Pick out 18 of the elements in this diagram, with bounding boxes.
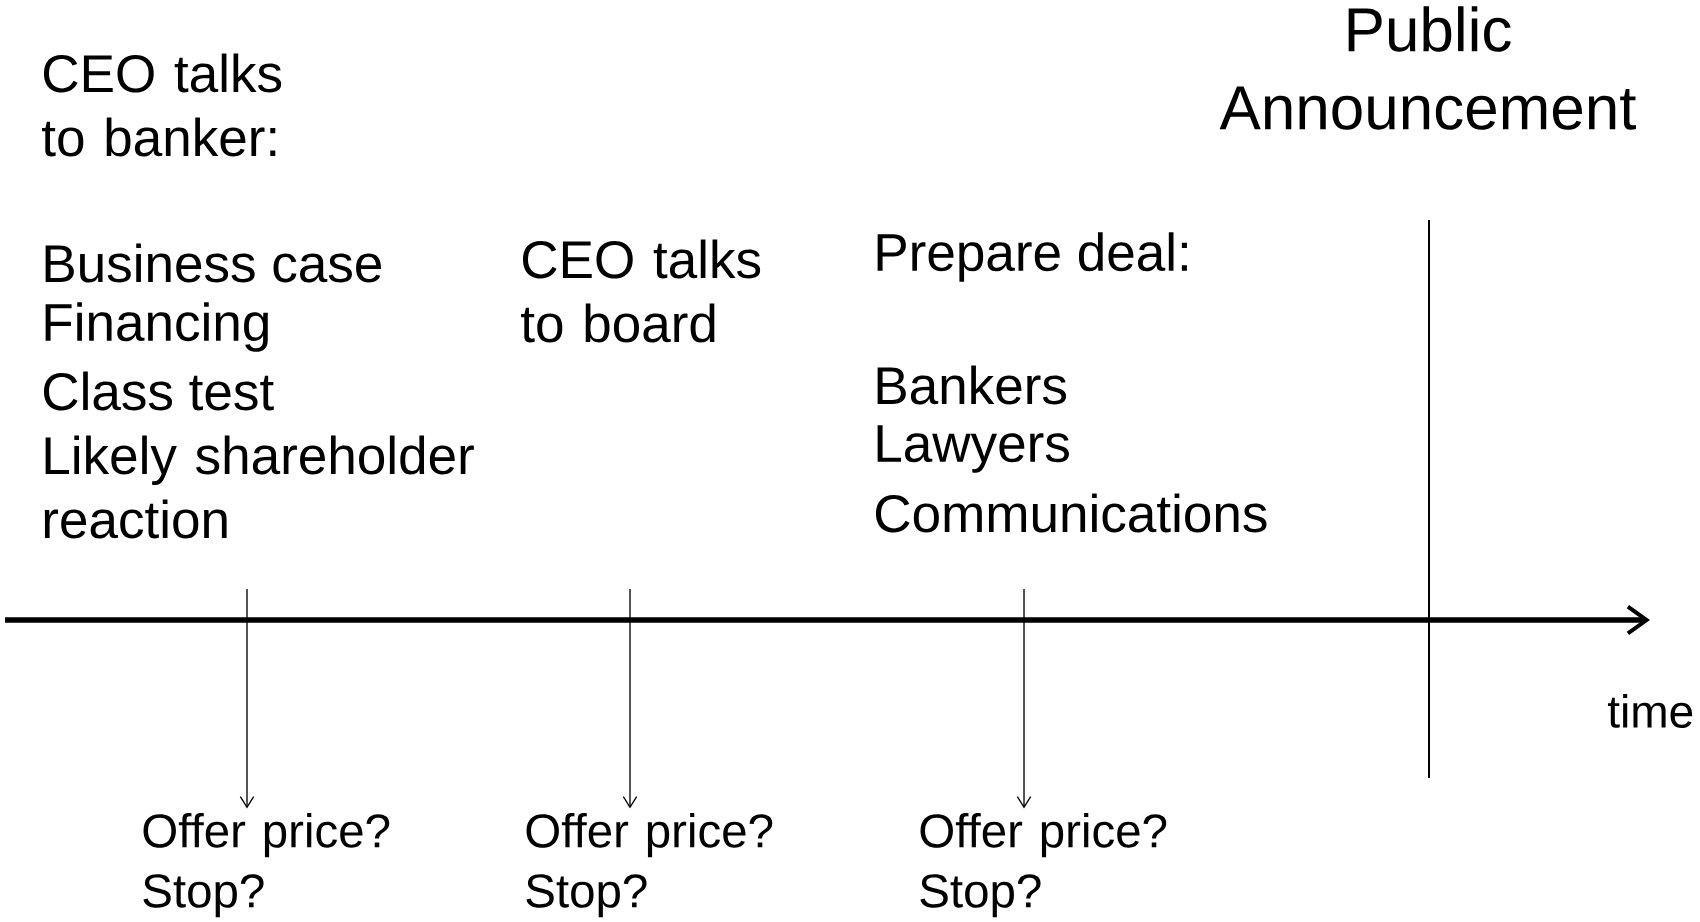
label-text: Business case bbox=[45, 243, 381, 283]
label-text: Class test bbox=[43, 371, 274, 411]
label-text: time bbox=[1607, 694, 1693, 728]
decision-text: Offer price? Stop? bbox=[143, 812, 390, 918]
label-text: CEO talks to banker: bbox=[42, 53, 282, 157]
decision-text: Offer price? Stop? bbox=[526, 812, 773, 918]
label-text: Public Announcement bbox=[1219, 6, 1636, 130]
arrow bbox=[1016, 588, 1032, 809]
arrow bbox=[622, 588, 638, 809]
label-text: Likely shareholder reaction bbox=[44, 435, 474, 539]
label-text: Financing bbox=[45, 302, 268, 352]
label-text: Prepare deal: bbox=[877, 232, 1187, 282]
label-text: Lawyers bbox=[877, 425, 1069, 473]
decision-text: Offer price? Stop? bbox=[920, 812, 1167, 918]
label-text: Communications bbox=[875, 493, 1267, 533]
label-text: CEO talks to board bbox=[521, 239, 761, 343]
arrow bbox=[239, 588, 255, 809]
label-text: Bankers bbox=[877, 365, 1066, 405]
